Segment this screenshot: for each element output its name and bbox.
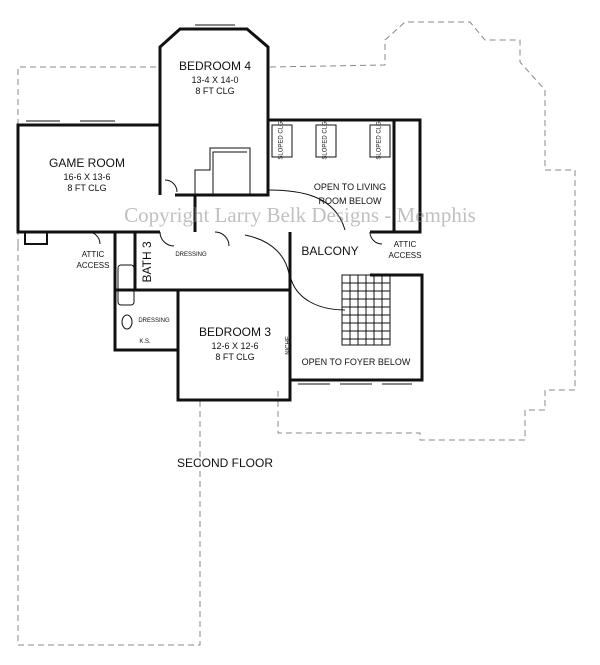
- bedroom4-name: BEDROOM 4: [178, 59, 251, 73]
- bath3-name: BATH 3: [140, 241, 155, 283]
- attic-right-line2: ACCESS: [388, 251, 422, 260]
- balcony-name: BALCONY: [301, 244, 359, 258]
- first-floor-outline: [17, 21, 576, 646]
- open-foyer-label: OPEN TO FOYER BELOW: [301, 357, 411, 367]
- game-room-name: GAME ROOM: [48, 156, 125, 170]
- attic-left-line1: ATTIC: [81, 250, 105, 259]
- attic-right-line1: ATTIC: [393, 240, 417, 249]
- floor-title: SECOND FLOOR: [176, 456, 273, 470]
- niche-label: NICHE: [285, 336, 292, 355]
- walls: [16, 27, 424, 402]
- bedroom3-ceiling: 8 FT CLG: [215, 352, 255, 362]
- sloped-clg-1: SLOPED CLG: [278, 121, 285, 160]
- attic-left-line2: ACCESS: [76, 261, 110, 270]
- dressing-lower-label: DRESSING: [138, 318, 170, 324]
- open-living-line1: OPEN TO LIVING: [313, 182, 387, 192]
- bedroom4-ceiling: 8 FT CLG: [195, 86, 235, 96]
- open-living-line2: ROOM BELOW: [318, 196, 382, 206]
- sloped-clg-2: SLOPED CLG: [322, 121, 329, 160]
- bedroom3-name: BEDROOM 3: [198, 325, 271, 339]
- interior-lines: [26, 24, 412, 385]
- dressing-upper-label: DRESSING: [175, 252, 207, 258]
- copyright-watermark: Copyright Larry Belk Designs - Memphis: [124, 203, 476, 227]
- ks-label: K.S.: [139, 339, 151, 345]
- game-room-ceiling: 8 FT CLG: [67, 183, 107, 193]
- sloped-clg-3: SLOPED CLG: [376, 121, 383, 160]
- game-room-dims: 16-6 X 13-6: [63, 172, 111, 182]
- bedroom3-dims: 12-6 X 12-6: [211, 341, 259, 351]
- bedroom4-dims: 13-4 X 14-0: [191, 75, 239, 85]
